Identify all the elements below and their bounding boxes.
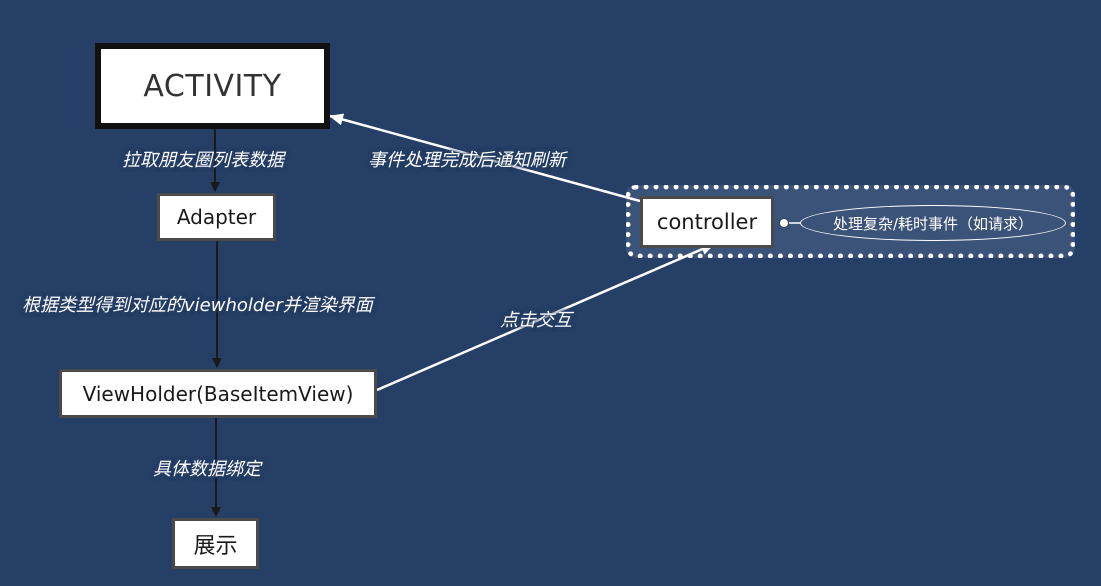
adapter-node: Adapter [157,193,276,241]
edge-controller-to-activity [329,113,641,203]
edge-viewholder-to-controller [376,242,715,392]
label-viewholder-to-controller: 点击交互 [500,310,572,331]
viewholder-node: ViewHolder(BaseItemView) [59,369,377,418]
label-activity-to-adapter: 拉取朋友圈列表数据 [122,150,284,171]
label-viewholder-to-show: 具体数据绑定 [153,459,261,480]
controller-node: controller [640,196,774,248]
connector-dot [779,218,789,228]
label-controller-to-activity: 事件处理完成后通知刷新 [368,150,566,171]
show-node: 展示 [172,518,259,569]
label-adapter-to-viewholder: 根据类型得到对应的viewholder并渲染界面 [22,295,373,316]
activity-node: ACTIVITY [95,43,330,129]
controller-task-ellipse: 处理复杂/耗时事件（如请求） [800,205,1066,241]
